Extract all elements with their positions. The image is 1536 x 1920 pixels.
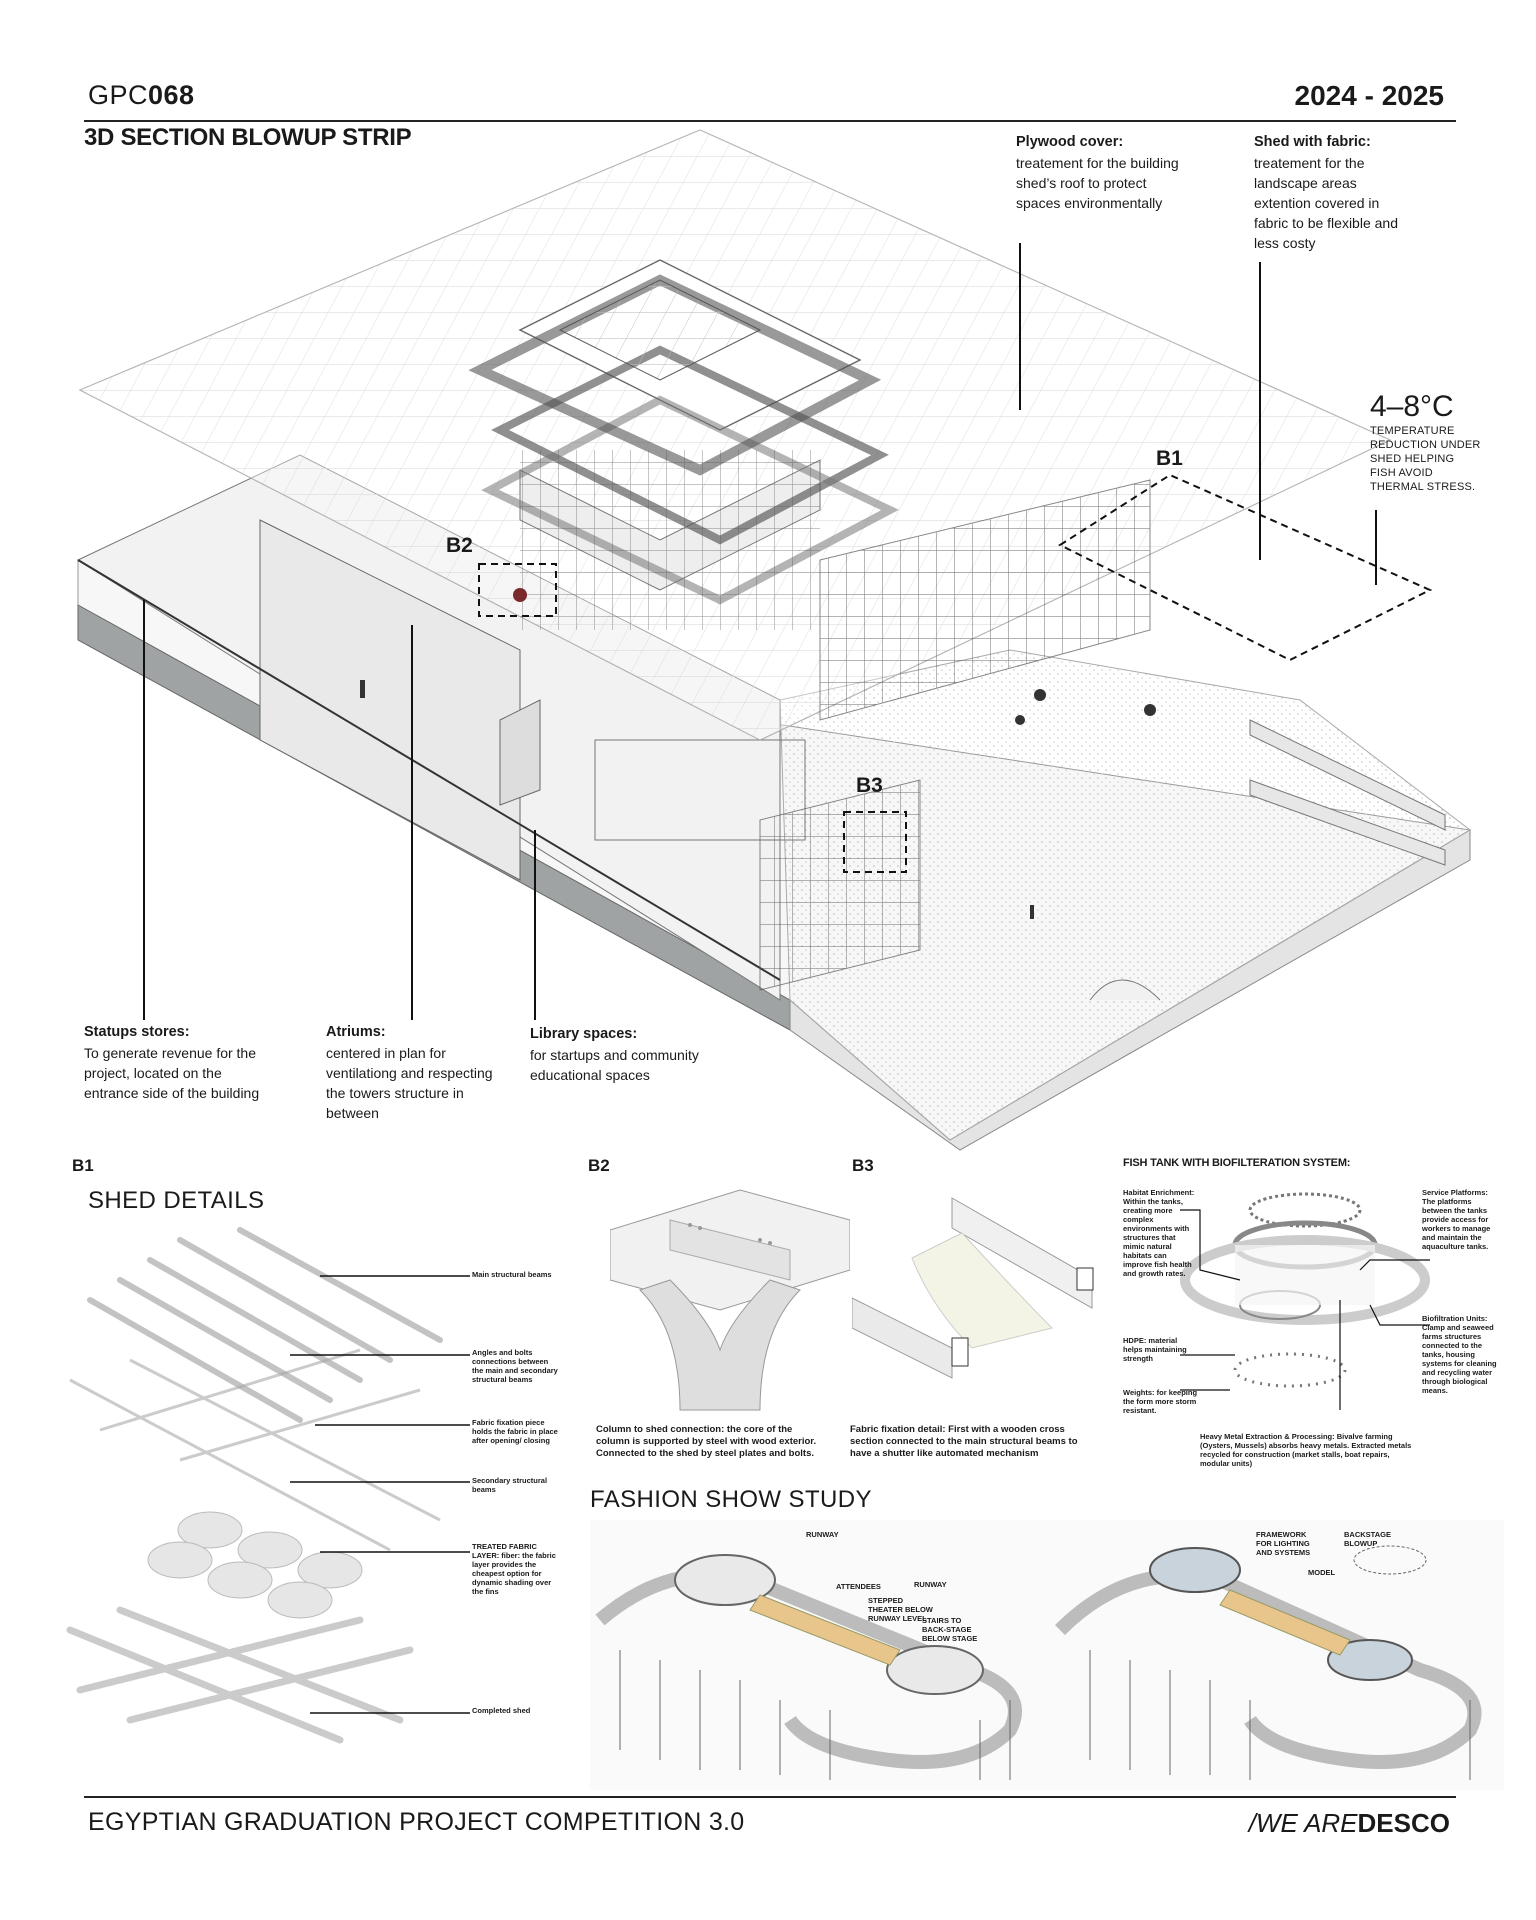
startups-body: To generate revenue for the project, loc… <box>84 1045 260 1101</box>
fish-tank-title: FISH TANK WITH BIOFILTERATION SYSTEM: <box>1123 1157 1351 1169</box>
atriums-annotation: Atriums: centered in plan for ventilatio… <box>326 1024 498 1123</box>
plywood-annotation: Plywood cover: treatement for the buildi… <box>1016 134 1191 213</box>
shed-fabric-annotation: Shed with fabric: treatement for the lan… <box>1254 134 1404 253</box>
fashion-label-stepped-theater: STEPPED THEATER BELOW RUNWAY LEVEL <box>868 1596 933 1623</box>
strip-title: 3D SECTION BLOWUP STRIP <box>84 124 412 151</box>
service-platforms-note: Service Platforms: The platforms between… <box>1422 1188 1491 1251</box>
fashion-label-backstage: BACKSTAGE BLOWUP <box>1344 1530 1391 1548</box>
brand-slash: / <box>1248 1808 1256 1838</box>
biofiltration-note: Biofiltration Units: Clamp and seaweed f… <box>1422 1314 1497 1395</box>
b3-panel-label: B3 <box>852 1156 874 1175</box>
shed-exploded-drawing <box>66 1227 470 1744</box>
library-annotation: Library spaces: for startups and communi… <box>530 1026 710 1085</box>
project-code: GPC068 <box>88 80 195 110</box>
atriums-title: Atriums: <box>326 1024 386 1040</box>
weights-note: Weights: for keeping the form more storm… <box>1123 1388 1198 1415</box>
temperature-value: 4–8°C <box>1370 390 1454 423</box>
b3-callout-label: B3 <box>856 774 883 797</box>
walkway-bridges <box>1089 719 1446 1001</box>
fashion-show-title: FASHION SHOW STUDY <box>590 1486 872 1513</box>
startups-title: Statups stores: <box>84 1024 190 1040</box>
central-tower <box>468 259 899 630</box>
figures <box>360 588 1156 919</box>
brand-light: WE ARE <box>1255 1808 1358 1838</box>
shed-details-title: SHED DETAILS <box>88 1187 265 1214</box>
shed-fabric-title: Shed with fabric: <box>1254 134 1371 150</box>
fashion-label-framework: FRAMEWORK FOR LIGHTING AND SYSTEMS <box>1256 1530 1311 1557</box>
b2-callout-label: B2 <box>446 534 473 557</box>
b3-callout-box <box>843 811 907 873</box>
fashion-label-model: MODEL <box>1308 1568 1336 1577</box>
annotation-leaders <box>143 243 1377 1020</box>
b3-caption: Fabric fixation detail: First with a woo… <box>850 1424 1078 1459</box>
heavy-metal-note: Heavy Metal Extraction & Processing: Biv… <box>1200 1432 1412 1468</box>
layer-completed-shed: Completed shed <box>472 1706 531 1715</box>
facade-grid <box>759 479 1151 991</box>
b1-callout-label: B1 <box>1156 447 1183 470</box>
startups-annotation: Statups stores: To generate revenue for … <box>84 1024 264 1103</box>
competition-name: EGYPTIAN GRADUATION PROJECT COMPETITION … <box>88 1808 745 1836</box>
atriums-body: centered in plan for ventilationg and re… <box>326 1045 493 1121</box>
project-year: 2024 - 2025 <box>1294 80 1444 111</box>
layer-treated-fabric: TREATED FABRIC LAYER: fiber: the fabric … <box>472 1542 556 1596</box>
b2-callout-box <box>478 563 557 617</box>
b1-panel-label: B1 <box>72 1156 94 1175</box>
fish-tank-drawing <box>1180 1192 1430 1410</box>
layer-main-beams: Main structural beams <box>472 1270 552 1279</box>
shed-fabric-body: treatement for the landscape areas exten… <box>1254 155 1398 251</box>
hdpe-note: HDPE: material helps maintaining strengt… <box>1123 1336 1187 1363</box>
brand-bold: DESCO <box>1357 1808 1450 1838</box>
layer-angles-bolts: Angles and bolts connections between the… <box>472 1348 558 1384</box>
fabric-fixation-drawing <box>852 1197 1094 1379</box>
fashion-label-stairs: STAIRS TO BACK-STAGE BELOW STAGE <box>922 1616 978 1643</box>
footer-divider <box>84 1796 1456 1798</box>
b1-callout-box <box>1057 473 1433 662</box>
header-divider <box>84 120 1456 122</box>
fashion-show-drawings <box>590 1520 1504 1790</box>
layer-fabric-fixation: Fabric fixation piece holds the fabric i… <box>472 1418 558 1445</box>
plywood-body: treatement for the building shed’s roof … <box>1016 155 1179 211</box>
temperature-annotation: 4–8°C TEMPERATURE REDUCTION UNDER SHED H… <box>1370 390 1482 494</box>
plywood-title: Plywood cover: <box>1016 134 1124 150</box>
fashion-label-runway-2: RUNWAY <box>914 1580 947 1589</box>
temperature-note: TEMPERATURE REDUCTION UNDER SHED HELPING… <box>1370 425 1481 493</box>
library-body: for startups and community educational s… <box>530 1047 699 1083</box>
habitat-note: Habitat Enrichment: Within the tanks, cr… <box>1123 1188 1195 1278</box>
library-title: Library spaces: <box>530 1026 638 1042</box>
b2-panel-label: B2 <box>588 1156 610 1175</box>
layer-secondary-beams: Secondary structural beams <box>472 1476 548 1494</box>
ground-floor-rooms <box>76 454 806 1001</box>
fashion-label-attendees: ATTENDEES <box>836 1582 881 1591</box>
b2-caption: Column to shed connection: the core of t… <box>596 1424 817 1459</box>
column-connection-drawing <box>610 1189 850 1411</box>
fashion-label-runway: RUNWAY <box>806 1530 839 1539</box>
brand-logo: /WE AREDESCO <box>1249 1808 1450 1839</box>
